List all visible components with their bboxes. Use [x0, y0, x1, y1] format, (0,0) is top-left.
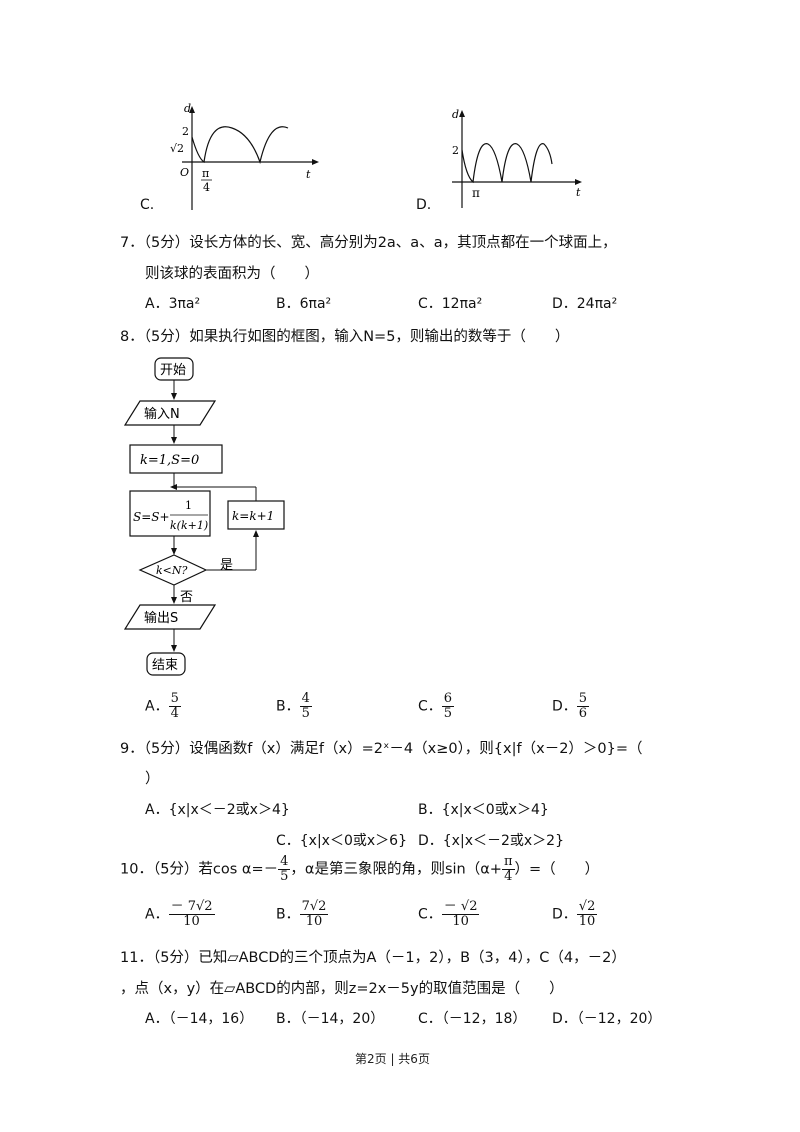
graph-d: d t 2 π [452, 108, 582, 208]
flow-output [123, 604, 217, 630]
flow-end-text: 结束 [152, 658, 178, 673]
graph-c-x-arrow [312, 159, 319, 165]
q11-option-d: D．（－12，20） [552, 1011, 662, 1027]
flow-assign [129, 490, 211, 537]
graph-d-tick-2: 2 [452, 144, 459, 157]
graph-d-pi: π [472, 186, 480, 200]
flow-cond-text: k<N? [156, 564, 188, 577]
q7-option-b: B．6πa² [276, 296, 332, 312]
q11-option-a: A．（－14，16） [145, 1011, 254, 1027]
flow-yes: 是 [220, 558, 233, 573]
q7-option-d: D．24πa² [552, 296, 618, 312]
q7-stem-line2: 则该球的表面积为（ ） [145, 266, 319, 282]
q9-stem-line1: 9．（5分）设偶函数f（x）满足f（x）=2ˣ－4（x≥0），则{x|f（x－2… [120, 741, 643, 757]
flow-start-text: 开始 [160, 363, 186, 378]
flow-assign-den: k(k+1) [170, 519, 208, 532]
graph-d-x-label: t [576, 186, 581, 199]
graph-c-pi: π [202, 167, 209, 180]
graph-c-y-arrow [189, 106, 195, 113]
q9-option-b: B．{x|x＜0或x＞4} [418, 802, 549, 818]
graph-d-curve [461, 143, 553, 184]
flow-output-text: 输出S [144, 610, 178, 626]
graph-c-label: C. [140, 197, 155, 213]
q8-flowchart: 开始 输入N k=1,S=0 S=S+ 1 k(k+1) k=k+1 k<N? … [123, 357, 285, 676]
q9-stem-line2: ） [145, 771, 160, 787]
flow-init-text: k=1,S=0 [140, 453, 199, 468]
graph-d-y-label: d [452, 108, 459, 121]
graph-c-tick-sqrt2: √2 [170, 142, 184, 155]
q9-option-a: A．{x|x＜－2或x＞4} [145, 802, 290, 818]
flow-init [129, 444, 223, 474]
q11-stem-line2: ，点（x，y）在▱ABCD的内部，则z=2x－5y的取值范围是（ ） [120, 981, 564, 997]
q8-stem: 8．（5分）如果执行如图的框图，输入N=5，则输出的数等于（ ） [120, 329, 570, 345]
graph-c-tick-2: 2 [182, 125, 189, 138]
flow-assign-prefix: S=S+ [133, 510, 170, 524]
q7-option-a: A．3πa² [145, 296, 201, 312]
graph-c-curve [191, 126, 289, 165]
page-footer: 第2页 | 共6页 [355, 1052, 430, 1066]
flow-inc-text: k=k+1 [232, 509, 274, 523]
flow-end [146, 652, 186, 676]
graph-c-y-label: d [184, 102, 191, 115]
q11-option-b: B．（－14，20） [276, 1011, 385, 1027]
flow-assign-num: 1 [185, 499, 192, 512]
graph-c-four: 4 [203, 181, 210, 194]
graph-c-x-label: t [306, 168, 311, 181]
q11-stem-line1: 11．（5分）已知▱ABCD的三个顶点为A（－1，2），B（3，4），C（4，－… [120, 950, 626, 966]
flow-no: 否 [180, 590, 193, 605]
graph-c: d t 2 √2 O π 4 [170, 102, 319, 210]
flow-input-text: 输入N [144, 406, 180, 422]
flow-input [123, 400, 217, 426]
q9-option-c: C．{x|x＜0或x＞6} [276, 833, 407, 849]
graph-d-label: D. [416, 197, 432, 213]
graph-c-origin: O [180, 166, 189, 179]
q9-option-d: D．{x|x＜－2或x＞2} [418, 833, 564, 849]
q7-option-c: C．12πa² [418, 296, 483, 312]
q11-option-c: C．（－12，18） [418, 1011, 527, 1027]
q7-stem-line1: 7．（5分）设长方体的长、宽、高分别为2a、a、a，其顶点都在一个球面上， [120, 235, 617, 251]
